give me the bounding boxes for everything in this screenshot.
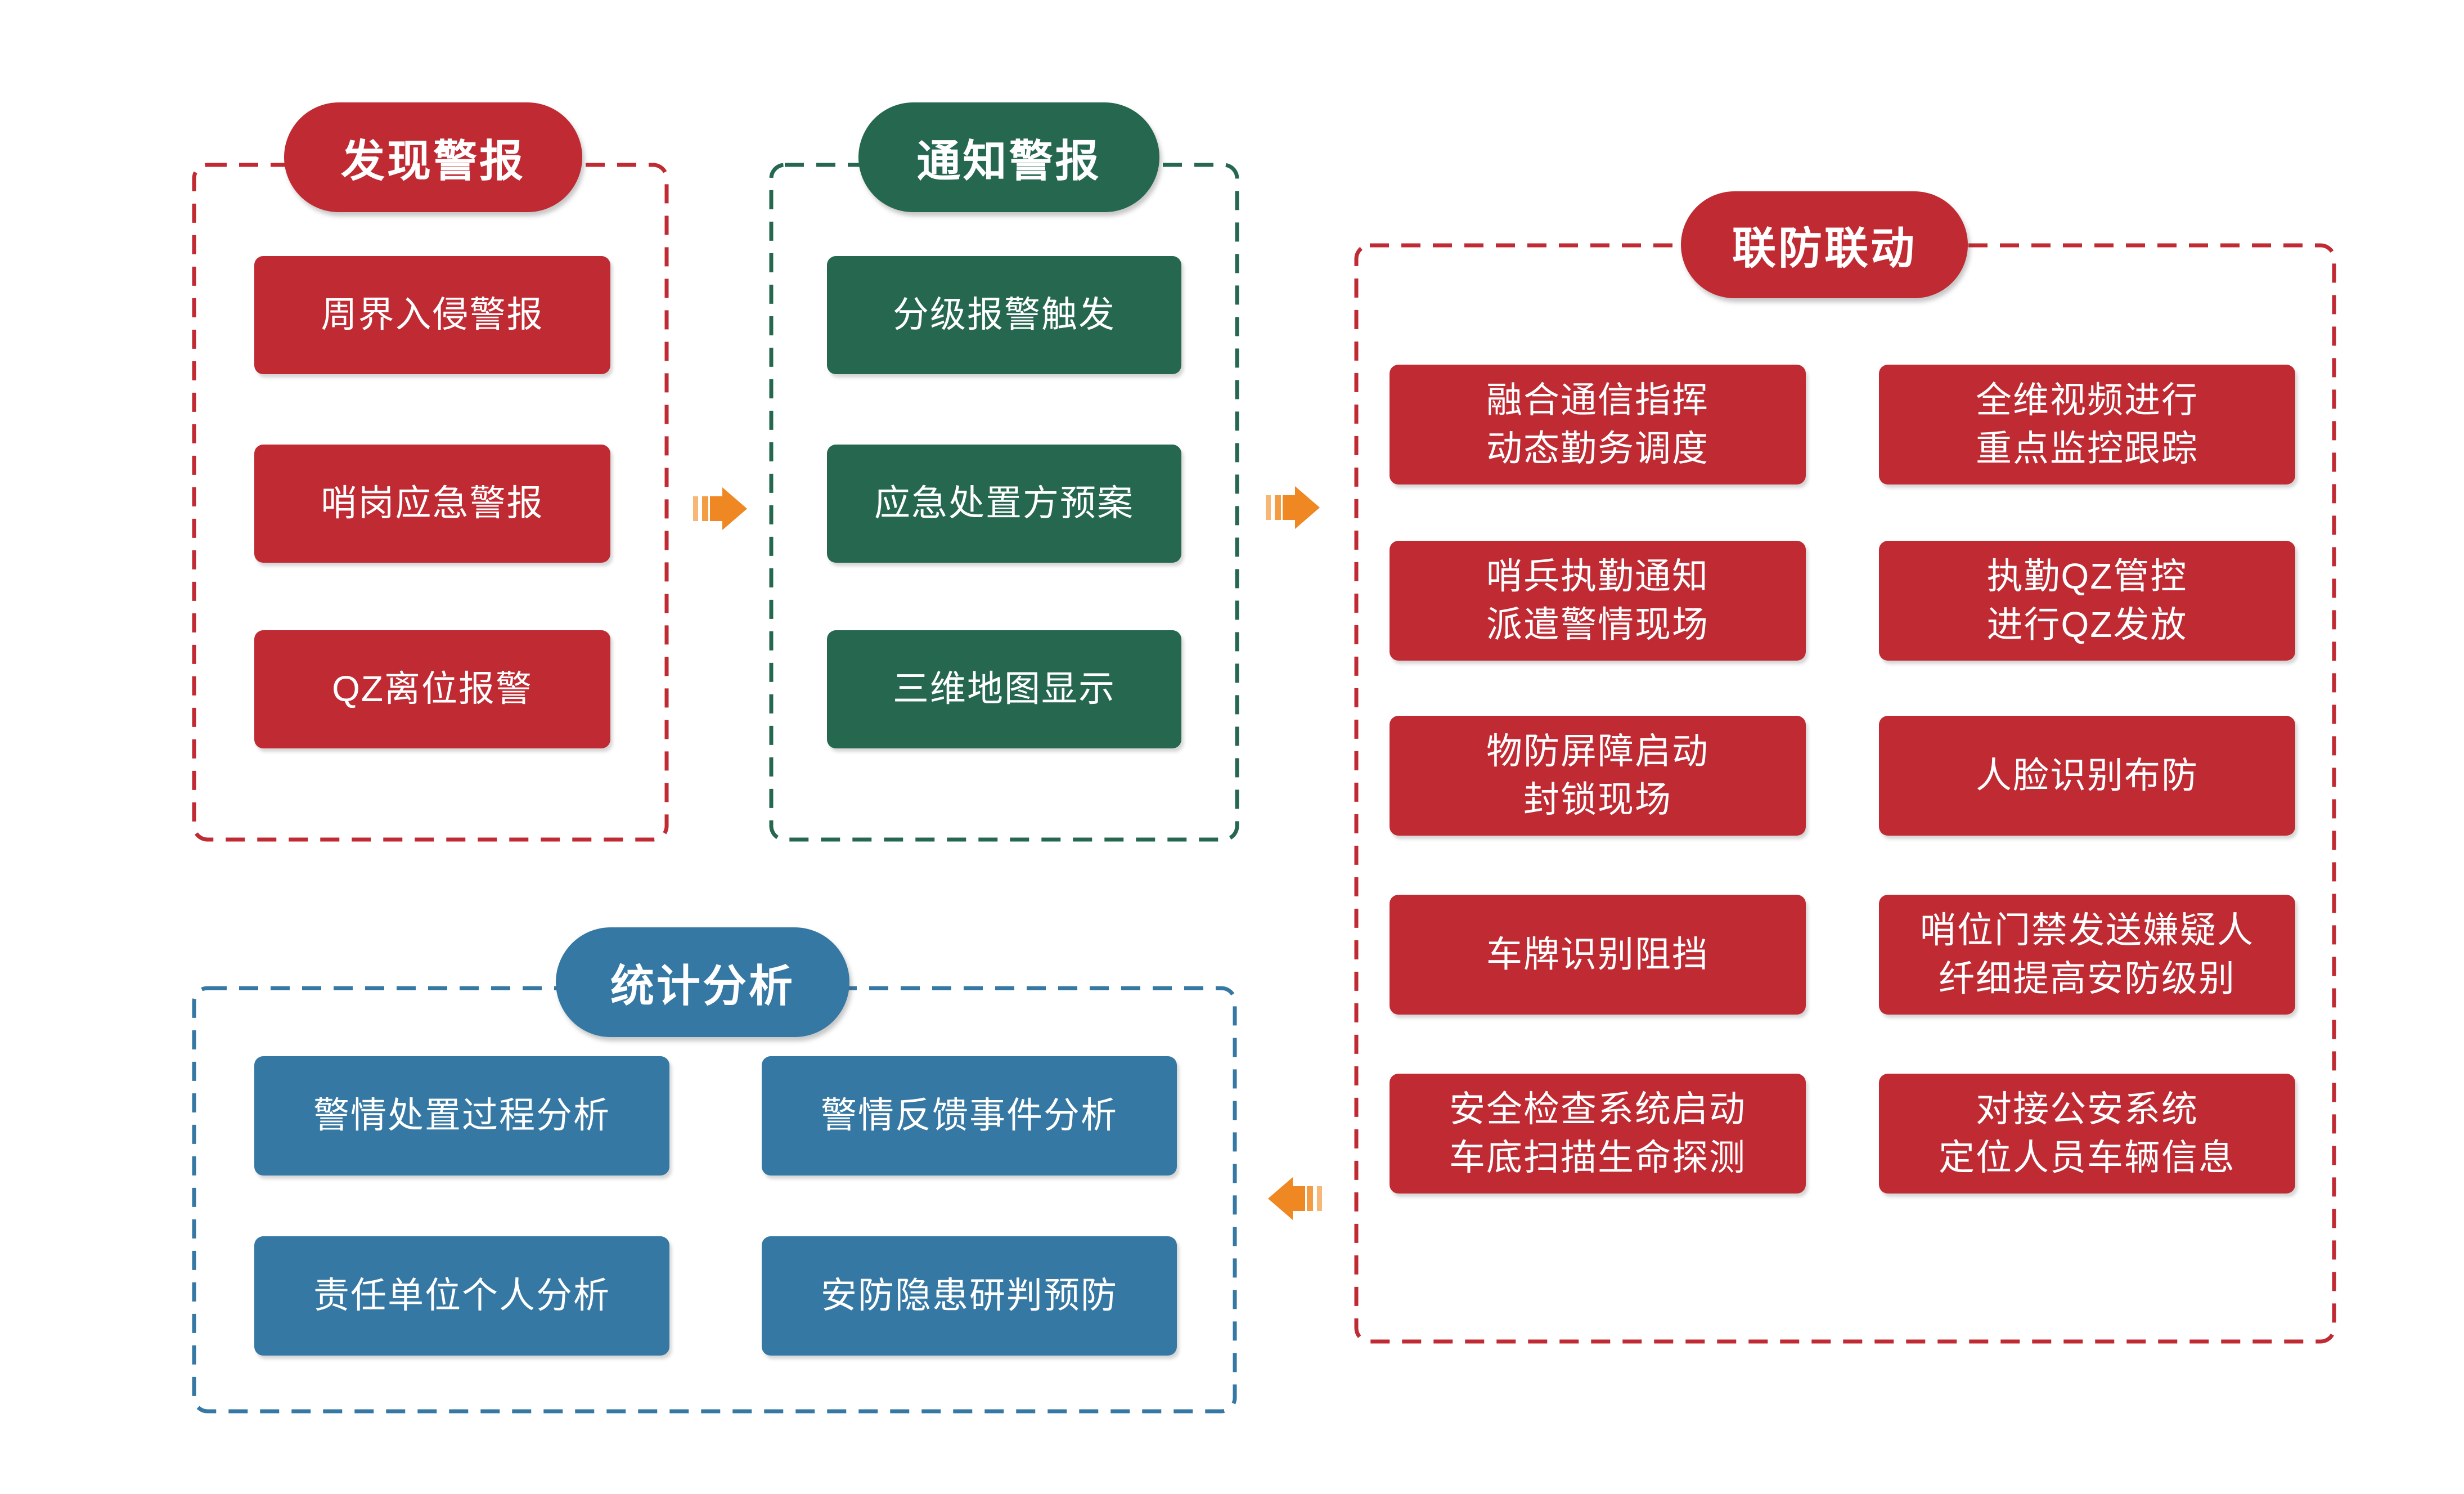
stats-item-responsible-unit-person: 责任单位个人分析 (254, 1236, 669, 1356)
discover-item-qz-offposition: QZ离位报警 (254, 630, 610, 748)
linkage-item-face-recognition: 人脸识别布防 (1879, 716, 2295, 836)
linkage-item-fusion-communication: 融合通信指挥 动态勤务调度 (1390, 365, 1806, 484)
notify-item-emergency-plan: 应急处置方预案 (827, 445, 1181, 563)
notify-item-3d-map: 三维地图显示 (827, 630, 1181, 748)
linkage-item-qz-control-issue: 执勤QZ管控 进行QZ发放 (1879, 541, 2295, 661)
discover-item-perimeter-intrusion: 周界入侵警报 (254, 256, 610, 374)
stats-panel-title: 统计分析 (556, 927, 849, 1037)
notify-item-graded-alarm: 分级报警触发 (827, 256, 1181, 374)
arrow-left-icon (1268, 1177, 1322, 1220)
linkage-item-sentry-access-suspect: 哨位门禁发送嫌疑人 纤细提高安防级别 (1879, 895, 2295, 1015)
linkage-item-sentry-duty-notice: 哨兵执勤通知 派遣警情现场 (1390, 541, 1806, 661)
arrow-right-icon (1266, 486, 1320, 529)
linkage-item-physical-barrier: 物防屏障启动 封锁现场 (1390, 716, 1806, 836)
discover-item-sentry-emergency: 哨岗应急警报 (254, 445, 610, 563)
linkage-item-omni-video-tracking: 全维视频进行 重点监控跟踪 (1879, 365, 2295, 484)
stats-item-feedback-events: 警情反馈事件分析 (762, 1056, 1177, 1176)
linkage-item-police-system-link: 对接公安系统 定位人员车辆信息 (1879, 1074, 2295, 1194)
stats-item-hidden-danger-prediction: 安防隐患研判预防 (762, 1236, 1177, 1356)
discover-panel-title: 发现警报 (284, 102, 582, 212)
linkage-item-plate-recognition-block: 车牌识别阻挡 (1390, 895, 1806, 1015)
stats-item-disposal-process: 警情处置过程分析 (254, 1056, 669, 1176)
arrow-right-icon (693, 487, 747, 530)
linkage-item-security-check-scan: 安全检查系统启动 车底扫描生命探测 (1390, 1074, 1806, 1194)
notify-panel-title: 通知警报 (858, 102, 1159, 212)
linkage-panel-title: 联防联动 (1681, 191, 1968, 298)
